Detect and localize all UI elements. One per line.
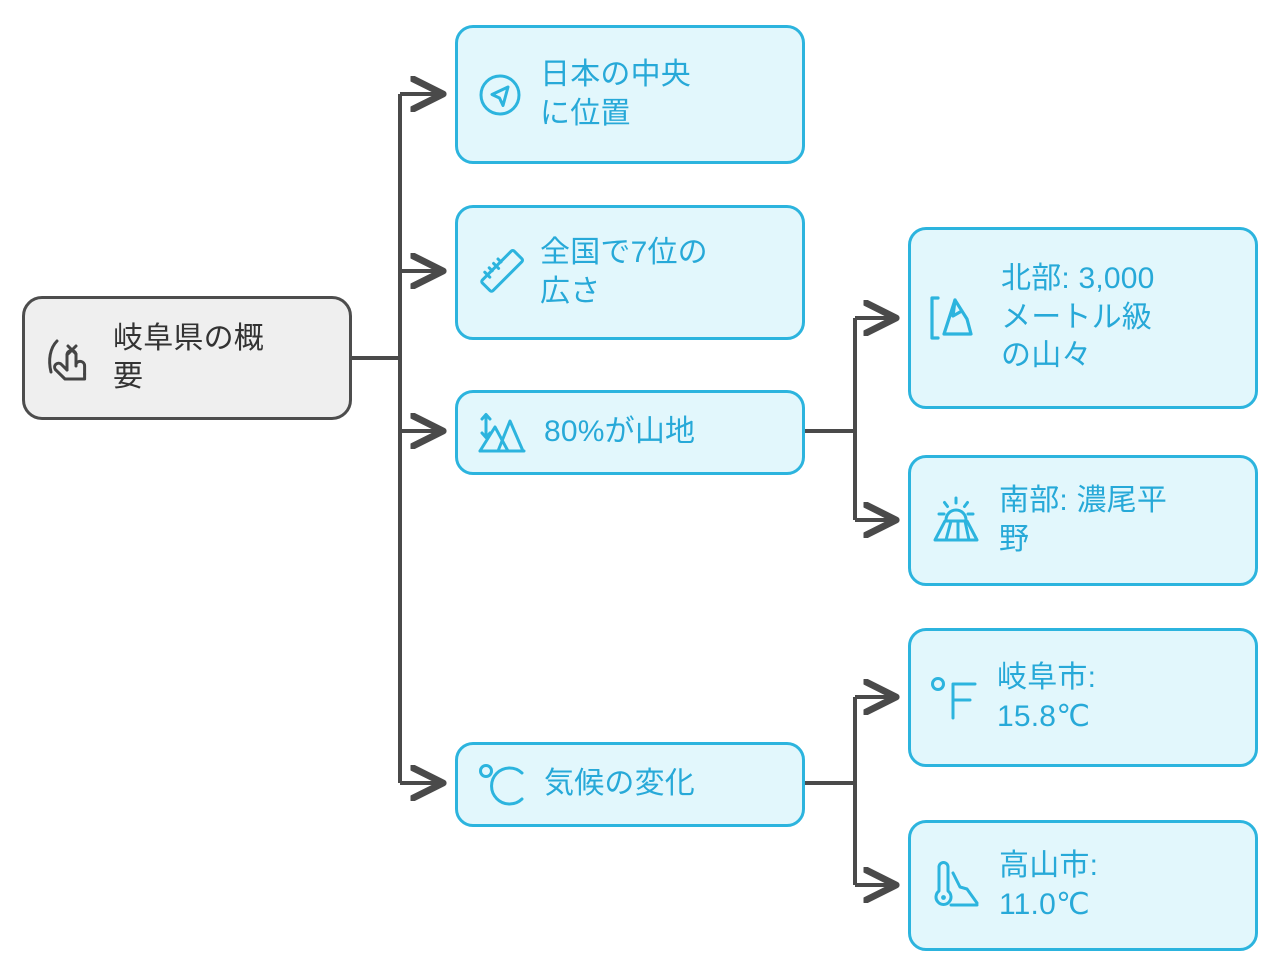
thermometer-falling-icon — [927, 859, 985, 913]
node-south-plain-label: 南部: 濃尾平 野 — [999, 484, 1168, 556]
node-area-rank-label: 全国で7位の 広さ — [540, 236, 708, 308]
node-root[interactable]: 岐阜県の概 要 — [22, 296, 352, 420]
sunrise-field-icon — [927, 494, 985, 548]
node-gifu-city-temp-label: 岐阜市: 15.8℃ — [997, 661, 1097, 733]
node-location[interactable]: 日本の中央 に位置 — [455, 25, 805, 164]
node-location-label: 日本の中央 に位置 — [540, 58, 691, 130]
node-area-rank[interactable]: 全国で7位の 広さ — [455, 205, 805, 340]
node-north-mountains-label: 北部: 3,000 メートル級 の山々 — [1001, 262, 1155, 373]
navigation-compass-icon — [474, 69, 526, 121]
node-gifu-city-temp[interactable]: 岐阜市: 15.8℃ — [908, 628, 1258, 767]
mountain-elevation-icon — [474, 407, 530, 459]
node-climate-change-label: 気候の変化 — [544, 767, 695, 801]
celsius-icon — [474, 758, 530, 812]
hand-tap-icon — [43, 330, 93, 386]
node-mountain-ratio-label: 80%が山地 — [544, 415, 696, 449]
node-south-plain[interactable]: 南部: 濃尾平 野 — [908, 455, 1258, 586]
node-climate-change[interactable]: 気候の変化 — [455, 742, 805, 827]
node-takayama-city-temp[interactable]: 高山市: 11.0℃ — [908, 820, 1258, 951]
node-root-label: 岐阜県の概 要 — [113, 321, 264, 393]
mountain-peak-bracket-icon — [927, 288, 987, 348]
ruler-icon — [474, 247, 526, 299]
fahrenheit-icon — [927, 670, 983, 726]
node-north-mountains[interactable]: 北部: 3,000 メートル級 の山々 — [908, 227, 1258, 409]
node-mountain-ratio[interactable]: 80%が山地 — [455, 390, 805, 475]
node-takayama-city-temp-label: 高山市: 11.0℃ — [999, 849, 1099, 921]
